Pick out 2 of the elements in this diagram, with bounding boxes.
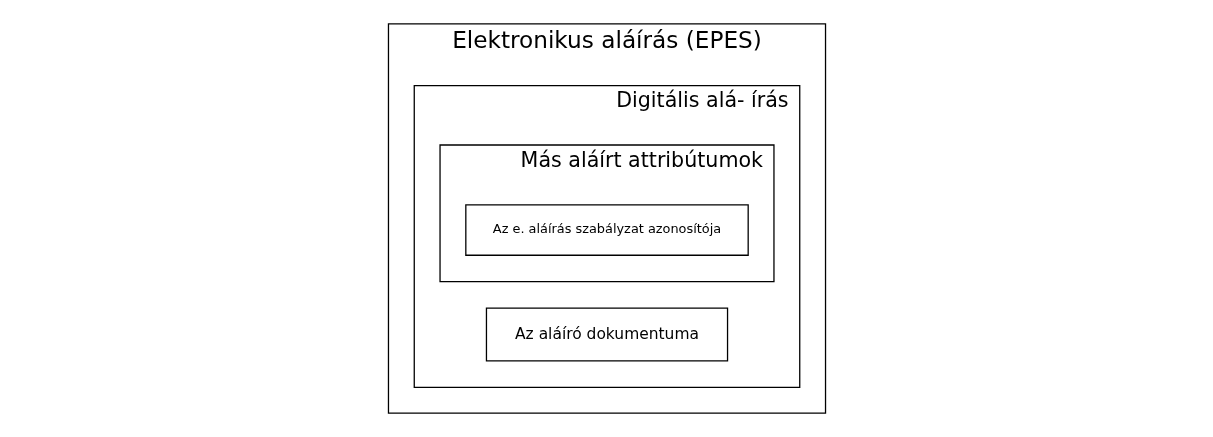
node-box: Az aláíró dokumentuma — [485, 307, 728, 362]
node-box: Az e. aláírás szabályzat azonosítója — [464, 204, 749, 256]
